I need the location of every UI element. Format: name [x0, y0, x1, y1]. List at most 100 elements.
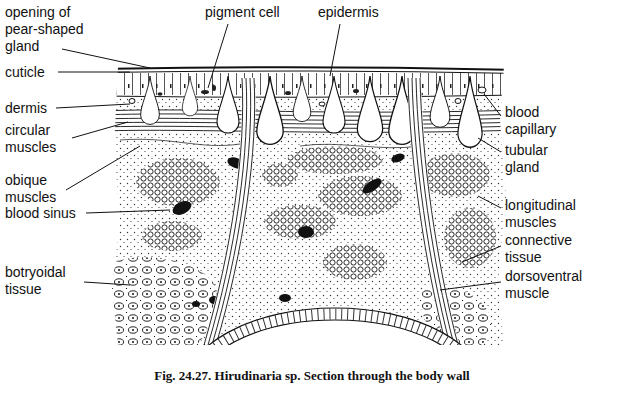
gut-epithelium-part — [189, 314, 481, 400]
dermis-pigment-cells-part — [285, 91, 291, 95]
pear-shaped-glands-part — [357, 76, 382, 142]
part-label-holder: longitudinal muscles — [505, 197, 601, 231]
blood-sinuses-part — [298, 226, 314, 238]
part-label: epidermis — [318, 4, 379, 20]
leader-lines-part — [478, 196, 501, 208]
part-label: obique muscles — [5, 172, 56, 205]
part-label: blood capillary — [505, 104, 556, 137]
blood-capillaries-part — [319, 102, 325, 106]
body-wall — [100, 67, 520, 400]
part-label-holder: dorsoventral muscle — [505, 268, 605, 302]
pear-shaped-glands — [141, 76, 482, 147]
part-label: tubular gland — [505, 142, 548, 175]
part-label: pigment cell — [205, 4, 280, 20]
leader-lines — [56, 24, 501, 290]
blood-capillaries-part — [478, 87, 486, 93]
circular-muscles-part — [100, 130, 520, 132]
blood-sinuses — [170, 152, 406, 307]
epidermis-layer-part — [100, 95, 520, 97]
blood-capillaries-part — [129, 99, 135, 104]
part-label: opening of pear-shaped gland — [5, 4, 84, 54]
part-label-holder: botryoidal tissue — [5, 264, 89, 298]
leader-lines-part — [440, 282, 501, 290]
part-label-holder: pigment cell — [205, 4, 305, 21]
part-label-holder: opening of pear-shaped gland — [5, 4, 95, 55]
dermis-pigment-cells-part — [353, 89, 359, 93]
part-label: cuticle — [5, 64, 45, 80]
part-label-holder: circular muscles — [5, 122, 77, 156]
part-label: botryoidal tissue — [5, 264, 66, 297]
figure-caption: Fig. 24.27. Hirudinaria sp. Section thro… — [154, 368, 469, 383]
dermis-pigment-cells-part — [158, 92, 163, 96]
longitudinal-muscle-bundles-part — [264, 205, 336, 239]
pear-shaped-glands-part — [293, 76, 311, 122]
circular-muscles-part — [100, 126, 520, 128]
part-label-holder: cuticle — [5, 64, 75, 81]
part-label-holder: blood sinus — [5, 205, 105, 222]
cuticle-line-part — [100, 71, 520, 74]
epidermis-layer-part — [100, 84, 520, 88]
part-label-holder: connective tissue — [505, 232, 589, 266]
dorsoventral-muscles — [204, 78, 458, 345]
dorsoventral-muscles-part — [420, 78, 458, 345]
part-label-holder: epidermis — [318, 4, 418, 21]
leader-lines-part — [462, 246, 501, 262]
longitudinal-muscle-bundles-part — [420, 153, 490, 197]
part-label: circular muscles — [5, 122, 56, 155]
blood-sinuses-part — [192, 301, 200, 307]
longitudinal-muscle-bundles-part — [323, 244, 387, 280]
pear-shaped-glands-part — [141, 76, 160, 124]
longitudinal-muscle-bundles-part — [142, 221, 202, 251]
leader-lines-part — [484, 94, 501, 116]
gut-epithelium — [183, 308, 487, 400]
pear-shaped-glands-part — [217, 76, 239, 133]
part-label-holder: dermis — [5, 100, 75, 117]
longitudinal-muscle-bundles-part — [136, 158, 220, 206]
gut-epithelium-part — [183, 308, 487, 400]
longitudinal-muscle-bundles-part — [262, 163, 298, 187]
cuticle-line-part — [100, 67, 520, 70]
epidermis-layer — [100, 72, 520, 97]
circular-muscles-part — [100, 122, 520, 124]
leader-lines-part — [72, 122, 128, 138]
gut-epithelium-part — [195, 320, 475, 400]
longitudinal-muscle-bundles-part — [318, 176, 402, 216]
blood-capillaries-part — [455, 99, 461, 104]
botryoidal-tissue-part — [112, 257, 218, 350]
part-label-holder: blood capillary — [505, 104, 585, 138]
pear-shaped-glands-part — [257, 76, 283, 144]
longitudinal-muscle-bundles-part — [287, 146, 383, 174]
dermis-pigment-cells-part — [201, 90, 209, 94]
leader-lines-part — [66, 146, 140, 190]
epidermis-layer-part — [100, 73, 520, 95]
part-label: dermis — [5, 100, 47, 116]
longitudinal-muscle-bundles — [136, 146, 496, 280]
leader-lines-part — [58, 72, 130, 73]
circular-muscles-part — [100, 118, 520, 120]
cuticle-line — [100, 67, 520, 73]
dorsoventral-muscles-part — [216, 78, 255, 345]
part-label: longitudinal muscles — [505, 197, 576, 230]
blood-sinuses-part — [390, 152, 406, 164]
leader-lines-part — [330, 24, 340, 76]
blood-sinuses-part — [360, 176, 384, 197]
dermis-pigment-cells — [158, 85, 424, 106]
pear-shaped-glands-part — [458, 76, 482, 147]
blood-sinuses-part — [279, 294, 291, 302]
leader-lines-part — [86, 210, 170, 213]
leader-lines-part — [84, 282, 130, 285]
leader-lines-part — [208, 24, 228, 88]
pear-shaped-glands-part — [430, 76, 450, 127]
circular-muscles-part — [120, 139, 240, 145]
leader-lines-part — [56, 104, 130, 108]
part-label-holder: tubular gland — [505, 142, 567, 176]
caption-holder: Fig. 24.27. Hirudinaria sp. Section thro… — [90, 368, 534, 384]
part-label-holder: obique muscles — [5, 172, 77, 206]
blood-sinuses-part — [170, 198, 193, 217]
part-label: connective tissue — [505, 232, 572, 265]
part-label: dorsoventral muscle — [505, 268, 582, 301]
leader-lines-part — [62, 49, 150, 68]
dermis-pigment-cells-part — [212, 85, 216, 91]
leader-lines-part — [478, 138, 501, 152]
